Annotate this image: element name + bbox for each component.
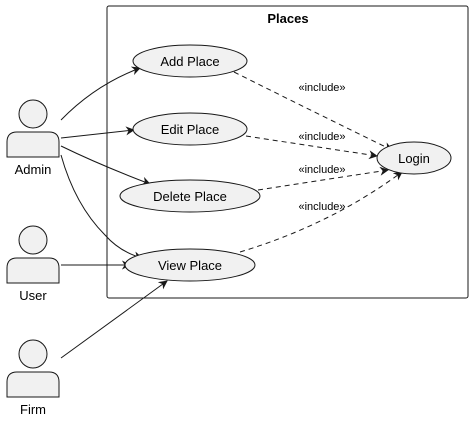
actor-icon [6,225,60,284]
use-case-edit-place[interactable]: Edit Place [132,112,248,146]
use-case-label: Add Place [160,54,219,69]
assoc-admin-delete-place [60,145,151,186]
use-case-login[interactable]: Login [376,141,452,175]
use-case-label: Login [398,151,430,166]
use-case-label: View Place [158,258,222,273]
actor-firm[interactable]: Firm [6,339,60,417]
actor-icon [6,99,60,158]
assoc-admin-add-place [60,66,141,121]
use-case-delete-place[interactable]: Delete Place [119,179,261,213]
associations [60,66,168,359]
include-label-delete: «include» [298,164,345,176]
include-add-login [233,71,393,151]
actor-user[interactable]: User [6,225,60,303]
actor-admin[interactable]: Admin [6,99,60,177]
assoc-firm-view-place [60,280,168,359]
include-view-login [239,171,403,253]
use-case-label: Delete Place [153,189,227,204]
include-label-view: «include» [298,201,345,213]
actor-label: User [19,288,47,303]
system-boundary [106,5,469,299]
use-case-label: Edit Place [161,122,220,137]
assoc-admin-view-place [60,154,143,261]
include-relations [233,71,403,253]
include-label-add: «include» [298,82,345,94]
boundary-title: Places [267,11,308,26]
assoc-admin-edit-place [60,126,135,139]
use-case-add-place[interactable]: Add Place [132,44,248,78]
use-case-view-place[interactable]: View Place [124,248,256,282]
include-label-edit: «include» [298,131,345,143]
include-edit-login [245,135,378,160]
include-delete-login [257,166,389,191]
actor-icon [6,339,60,398]
actor-label: Firm [20,402,46,417]
actor-label: Admin [15,162,52,177]
